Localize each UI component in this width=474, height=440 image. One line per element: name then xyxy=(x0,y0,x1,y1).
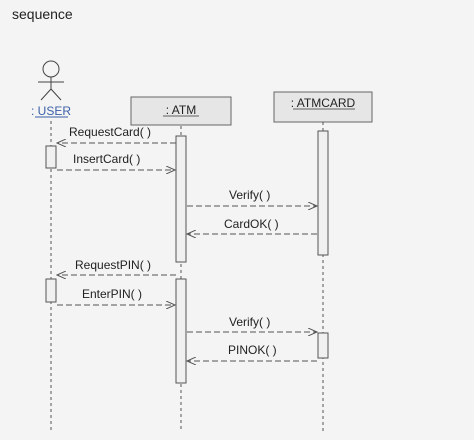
message-label-insert-card: InsertCard( ) xyxy=(73,152,140,166)
user-actor-icon xyxy=(38,60,64,101)
user-activation-2 xyxy=(45,278,57,303)
message-label-verify-2: Verify( ) xyxy=(229,315,270,329)
message-label-request-pin: RequestPIN( ) xyxy=(75,258,151,272)
atm-activation-2 xyxy=(175,278,187,384)
message-label-card-ok: CardOK( ) xyxy=(224,217,279,231)
message-label-verify-1: Verify( ) xyxy=(229,188,270,202)
atmcard-activation-2 xyxy=(317,332,329,359)
diagram-title: sequence xyxy=(12,6,73,22)
message-label-pin-ok: PINOK( ) xyxy=(228,343,277,357)
atm-participant-label: : ATM xyxy=(166,103,196,117)
message-label-enter-pin: EnterPIN( ) xyxy=(82,287,142,301)
message-label-request-card: RequestCard( ) xyxy=(69,125,151,139)
user-participant-label: : USER xyxy=(31,104,71,118)
atm-participant-box xyxy=(130,96,232,126)
user-activation-1 xyxy=(45,145,57,169)
atm-activation-1 xyxy=(175,135,187,263)
atmcard-activation-1 xyxy=(317,130,329,256)
atmcard-participant-label: : ATMCARD xyxy=(291,96,356,110)
